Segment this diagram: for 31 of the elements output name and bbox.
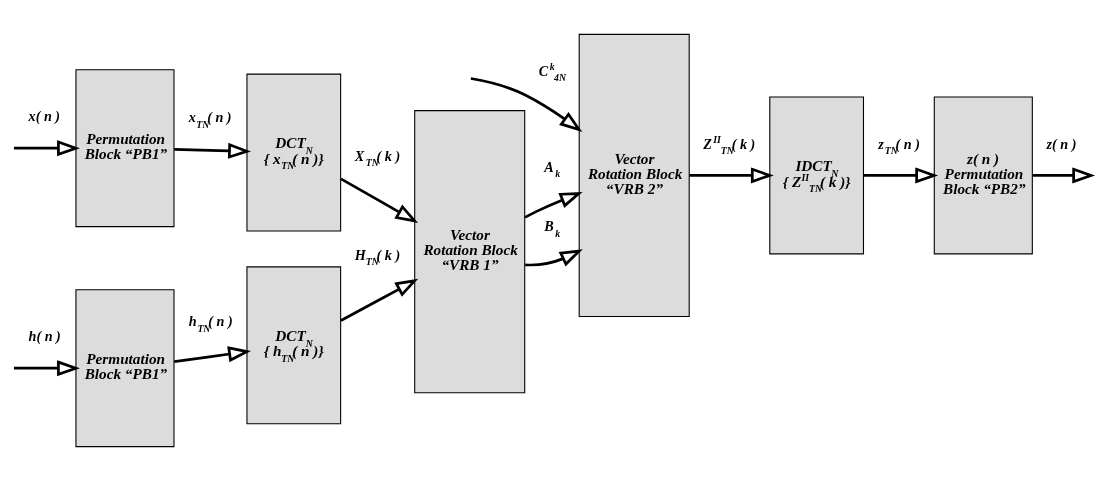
arrow (689, 167, 774, 184)
node-box: z( n ) Permutation Block “PB2” (933, 96, 1033, 255)
node-box: Permutation Block “PB1” (75, 69, 175, 228)
node-box: Permutation Block “PB1” (75, 289, 175, 448)
arrow (525, 249, 583, 267)
node-box: Vector Rotation Block “VRB 2” (578, 33, 690, 318)
arrow (524, 192, 583, 219)
node-box: IDCT$_{N}$ { Z$^{II}$$_{TN}$( k )} (769, 96, 865, 255)
edge-label: x$_{TN}$( n ) (188, 109, 232, 130)
arrow (340, 278, 419, 322)
node-box: DCT$_{N}$ { h$_{TN}$( n )} (246, 266, 342, 425)
edge-label: z$_{TN}$( n ) (878, 135, 921, 157)
edge-label: z( n ) (1046, 135, 1077, 152)
node-box: DCT$_{N}$ { x$_{TN}$( n )} (246, 73, 342, 232)
arrow (174, 346, 251, 363)
edge-label: B$_{k}$ (544, 218, 561, 239)
edge-label: H$_{TN}$( k ) (354, 246, 401, 268)
arrow (1032, 167, 1096, 184)
node-box: Vector Rotation Block “VRB 1” (414, 110, 526, 394)
arrow (13, 140, 80, 157)
arrow (13, 360, 80, 377)
arrow (174, 142, 252, 159)
edge-label: X$_{TN}$( k ) (354, 147, 401, 169)
arrow (470, 77, 583, 132)
edge-label: h$_{TN}$( n ) (188, 313, 233, 334)
arrow (340, 177, 419, 223)
arrow (863, 167, 939, 184)
edge-label: Z$^{II}$$_{TN}$( k ) (703, 134, 756, 157)
edge-label: x( n ) (28, 108, 61, 125)
edge-label: A$_{k}$ (544, 158, 561, 179)
edge-label: h( n ) (28, 328, 61, 345)
